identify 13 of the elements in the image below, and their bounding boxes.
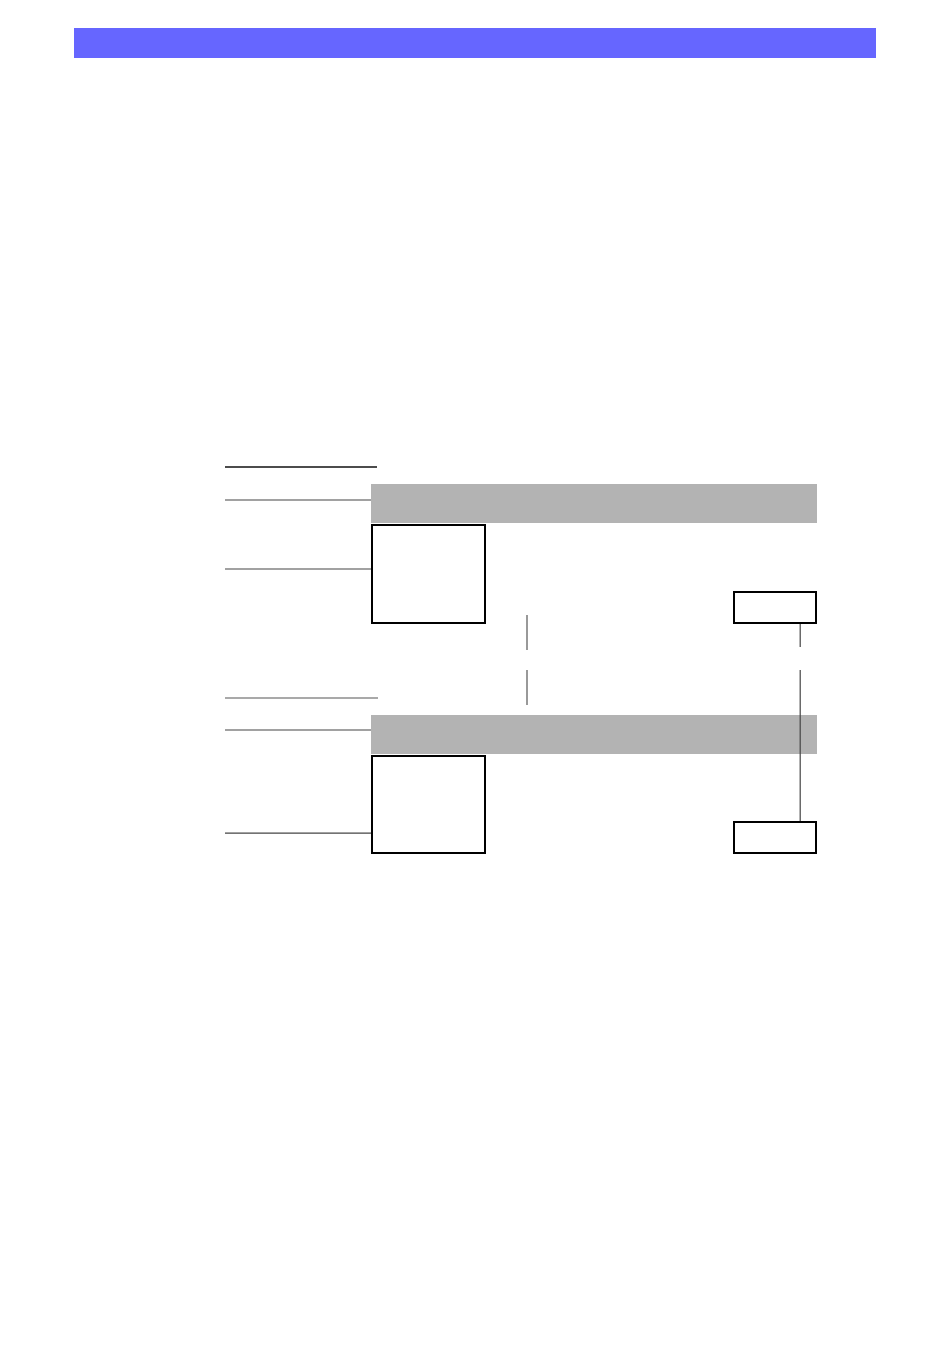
connector-line bbox=[799, 623, 801, 648]
leader-line bbox=[224, 568, 372, 570]
outlined-rectangle bbox=[371, 755, 486, 854]
small-rectangle bbox=[733, 591, 817, 624]
header-bar bbox=[74, 28, 876, 58]
small-rectangle bbox=[733, 821, 817, 854]
leader-line bbox=[224, 832, 372, 834]
leader-line bbox=[224, 499, 372, 501]
outlined-rectangle bbox=[371, 524, 486, 624]
connector-line bbox=[799, 669, 801, 822]
shaded-bar bbox=[371, 484, 817, 523]
leader-line bbox=[224, 729, 372, 731]
shaded-bar bbox=[371, 715, 817, 754]
